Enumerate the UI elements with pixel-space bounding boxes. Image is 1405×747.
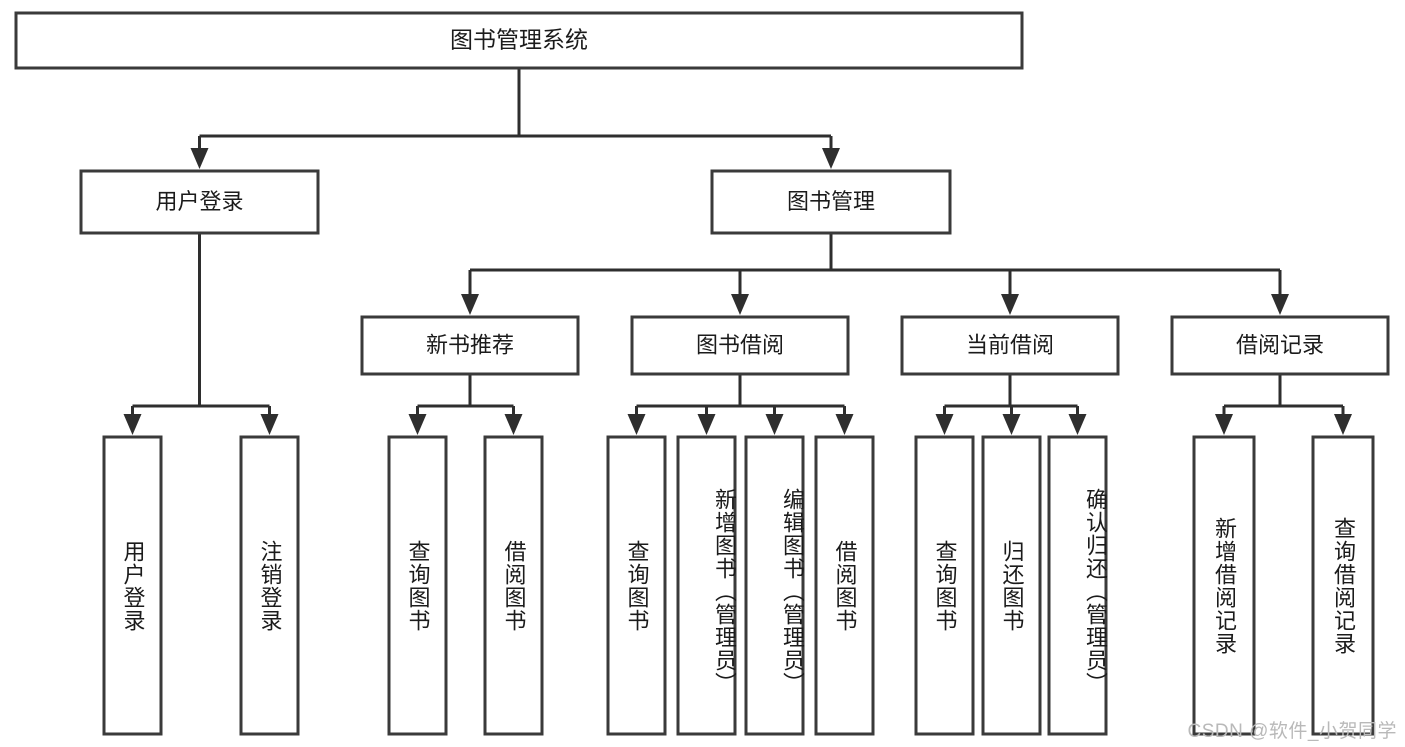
watermark-text: CSDN @软件_小贺同学 <box>1187 721 1397 742</box>
node-box-query-book-2[interactable] <box>606 435 667 736</box>
node-box-edit-book-admin[interactable] <box>744 435 805 736</box>
arrow-head-icon <box>765 414 784 435</box>
node-box-query-borrow-record[interactable] <box>1311 435 1375 736</box>
node-label-user-login: 用户登录 <box>155 189 243 214</box>
node-box-user-login[interactable] <box>79 169 320 235</box>
node-label-borrow-record: 借阅记录 <box>1236 332 1324 357</box>
node-box-confirm-return-admin[interactable] <box>1047 435 1108 736</box>
node-label-current-borrow: 当前借阅 <box>966 332 1054 357</box>
arrow-head-icon <box>408 414 427 435</box>
arrow-head-icon <box>1001 294 1019 315</box>
node-box-user-logout[interactable] <box>239 435 300 736</box>
arrow-head-icon <box>1334 414 1352 435</box>
node-label-root: 图书管理系统 <box>450 27 588 53</box>
arrow-head-icon <box>697 414 716 435</box>
arrow-head-icon <box>504 414 523 435</box>
node-box-book-borrow[interactable] <box>630 315 850 376</box>
node-box-root[interactable] <box>14 11 1024 70</box>
node-box-book-manage[interactable] <box>710 169 952 235</box>
arrow-head-icon <box>731 294 749 315</box>
arrow-head-icon <box>260 414 279 435</box>
node-box-borrow-book-1[interactable] <box>483 435 544 736</box>
arrow-head-icon <box>822 148 840 169</box>
node-box-query-book-3[interactable] <box>914 435 975 736</box>
arrow-head-icon <box>461 294 479 315</box>
node-label-book-manage: 图书管理 <box>787 189 875 214</box>
arrow-head-icon <box>1215 414 1233 435</box>
node-box-add-borrow-record[interactable] <box>1192 435 1256 736</box>
node-box-add-book-admin[interactable] <box>676 435 737 736</box>
connectors-layer <box>123 68 1352 435</box>
node-box-new-book-recommend[interactable] <box>360 315 580 376</box>
node-box-current-borrow[interactable] <box>900 315 1120 376</box>
node-box-query-book-1[interactable] <box>387 435 448 736</box>
boxes-layer <box>14 11 1390 736</box>
node-box-borrow-record[interactable] <box>1170 315 1390 376</box>
arrow-head-icon <box>190 148 209 169</box>
arrow-head-icon <box>1068 414 1087 435</box>
arrow-head-icon <box>123 414 142 435</box>
arrow-head-icon <box>1271 294 1289 315</box>
arrow-head-icon <box>935 414 954 435</box>
arrow-head-icon <box>835 414 854 435</box>
node-label-new-book-recommend: 新书推荐 <box>426 332 514 357</box>
arrow-head-icon <box>627 414 646 435</box>
node-box-borrow-book-2[interactable] <box>814 435 875 736</box>
arrow-head-icon <box>1002 414 1021 435</box>
node-box-user-login-do[interactable] <box>102 435 163 736</box>
node-box-return-book[interactable] <box>981 435 1042 736</box>
node-label-book-borrow: 图书借阅 <box>696 332 784 357</box>
